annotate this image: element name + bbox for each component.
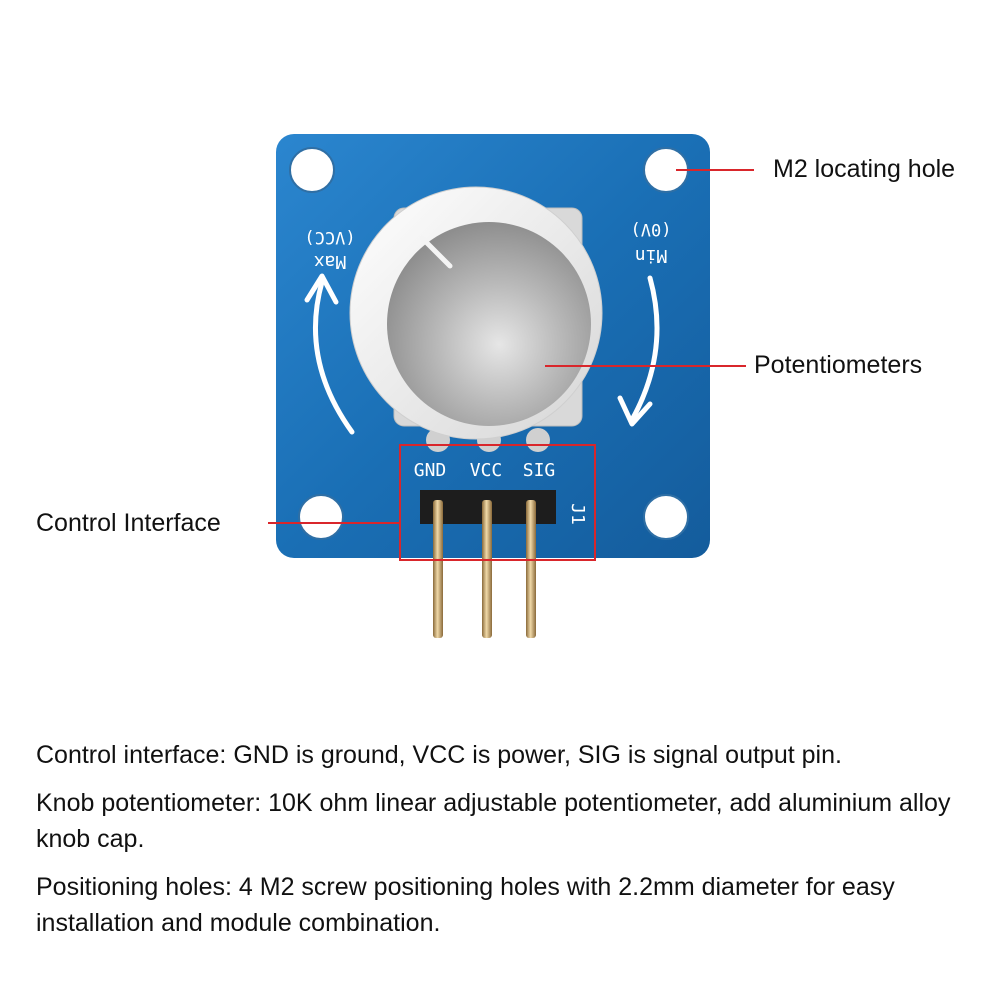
mounting-hole-top-left	[289, 147, 335, 193]
callout-m2-hole: M2 locating hole	[773, 155, 956, 183]
knob-cap	[387, 222, 591, 426]
pot-leg-3	[526, 428, 550, 452]
control-interface-highlight	[399, 444, 596, 561]
description-control-interface: Control interface: GND is ground, VCC is…	[36, 741, 842, 769]
callout-control-interface: Control Interface	[36, 509, 221, 537]
pin-label-gnd: GND	[414, 460, 447, 481]
pin-label-sig: SIG	[523, 460, 556, 481]
header-pin-2	[482, 500, 492, 638]
description-holes: Positioning holes: 4 M2 screw positionin…	[36, 873, 895, 937]
max-arrow-icon	[312, 279, 355, 435]
max-sub-label: (VCC)	[304, 227, 355, 247]
header-pin-3	[526, 500, 536, 638]
callout-potentiometer: Potentiometers	[754, 351, 923, 379]
header-label: J1	[567, 503, 588, 525]
mounting-hole-bottom-left	[298, 494, 344, 540]
description-knob: Knob potentiometer: 10K ohm linear adjus…	[36, 789, 951, 853]
mounting-hole-bottom-right	[643, 494, 689, 540]
pin-label-vcc: VCC	[470, 460, 503, 481]
knob-indicator	[419, 235, 453, 269]
min-arrow-icon	[630, 275, 660, 421]
min-sub-label: (0V)	[631, 219, 672, 239]
min-label: Min	[635, 245, 668, 266]
header-pin-1	[433, 500, 443, 638]
max-label: Max	[314, 251, 347, 272]
